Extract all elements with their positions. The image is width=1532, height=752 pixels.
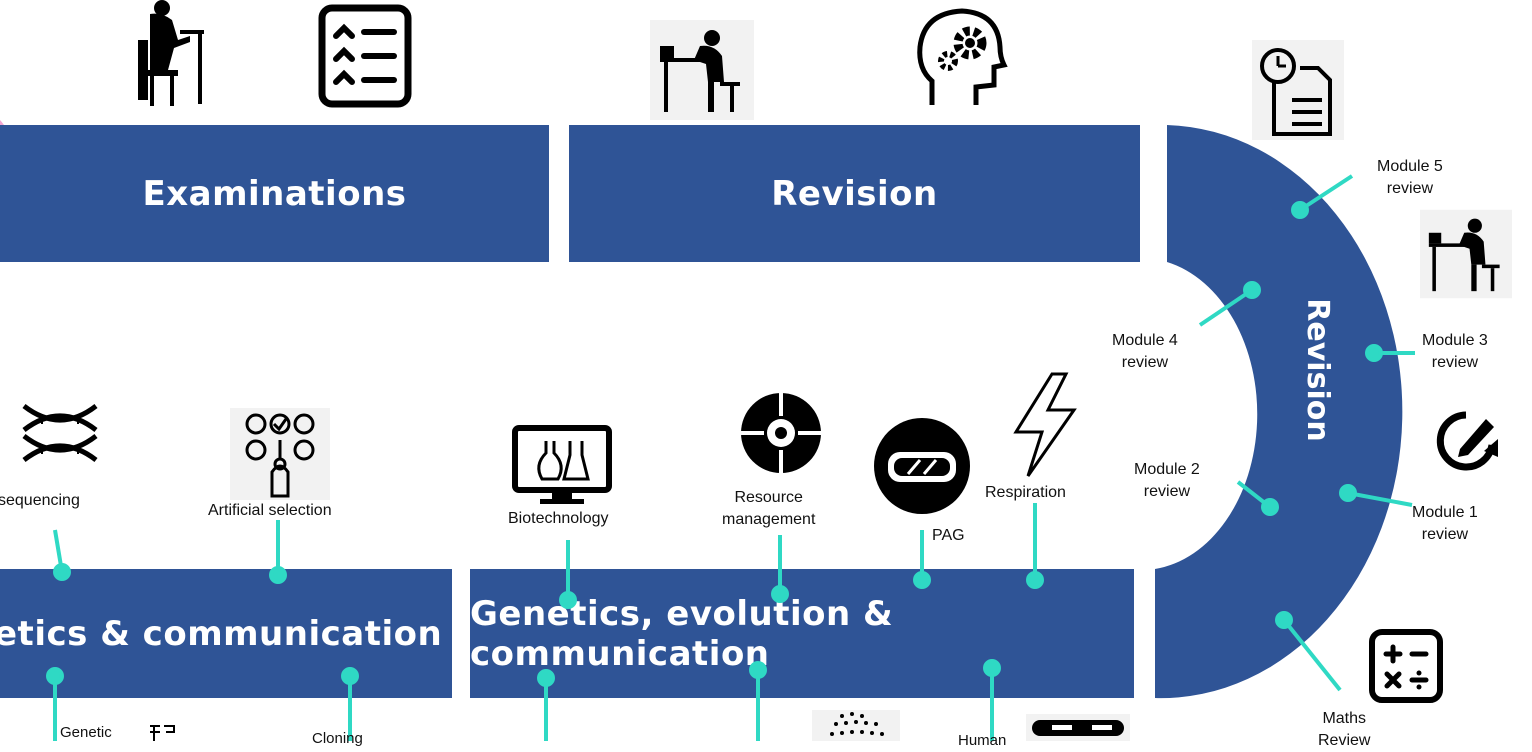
timer-document-icon xyxy=(1252,40,1344,140)
genetics-band-left: etics & communication xyxy=(0,569,452,698)
module2-review-label: Module 2 review xyxy=(1134,461,1200,500)
goggles-icon xyxy=(874,418,970,514)
revision-title: Revision xyxy=(771,173,938,214)
human-label: Human xyxy=(958,732,1007,749)
lab-monitor-icon xyxy=(512,425,612,504)
examinations-band: Examinations xyxy=(0,125,549,262)
lightning-icon xyxy=(1013,372,1077,477)
calculator-icon xyxy=(1369,629,1443,703)
revision-arc xyxy=(1155,125,1403,699)
maths-review-label: Maths Review xyxy=(1318,710,1371,749)
pag-label: PAG xyxy=(932,527,965,544)
population-icon xyxy=(812,710,900,741)
revision-band-top: Revision xyxy=(569,125,1140,262)
dna-icon xyxy=(22,404,98,462)
cloning-label: Cloning xyxy=(312,730,363,747)
checklist-icon xyxy=(318,4,412,108)
sequencing-label: sequencing xyxy=(0,492,80,509)
respiration-label: Respiration xyxy=(985,484,1066,501)
artificial-selection-label: Artificial selection xyxy=(208,502,332,519)
person-at-desk-icon xyxy=(138,0,204,106)
genetics-left-title: etics & communication xyxy=(0,613,443,654)
genetics-band-right: Genetics, evolution & communication xyxy=(470,569,1134,698)
artificial-selection-icon xyxy=(230,408,330,500)
refresh-edit-icon xyxy=(1436,411,1498,471)
resource-management-label: Resource management xyxy=(722,489,816,528)
module1-review-label: Module 1 review xyxy=(1412,504,1478,543)
student-studying-icon xyxy=(1420,209,1512,299)
genetic-diagram-icon xyxy=(150,725,175,741)
brain-gears-icon xyxy=(917,8,1008,105)
module4-review-label: Module 4 review xyxy=(1112,332,1178,371)
chromosome-icon xyxy=(1026,714,1130,741)
module5-review-label: Module 5 review xyxy=(1377,158,1443,197)
revision-arc-title: Revision xyxy=(1300,298,1335,441)
genetic-label: Genetic xyxy=(60,724,112,741)
examinations-title: Examinations xyxy=(142,173,407,214)
resource-cycle-icon xyxy=(741,393,821,473)
student-studying-icon xyxy=(650,20,754,120)
biotechnology-label: Biotechnology xyxy=(508,510,609,527)
module3-review-label: Module 3 review xyxy=(1422,332,1488,371)
genetics-right-title: Genetics, evolution & communication xyxy=(470,593,894,674)
